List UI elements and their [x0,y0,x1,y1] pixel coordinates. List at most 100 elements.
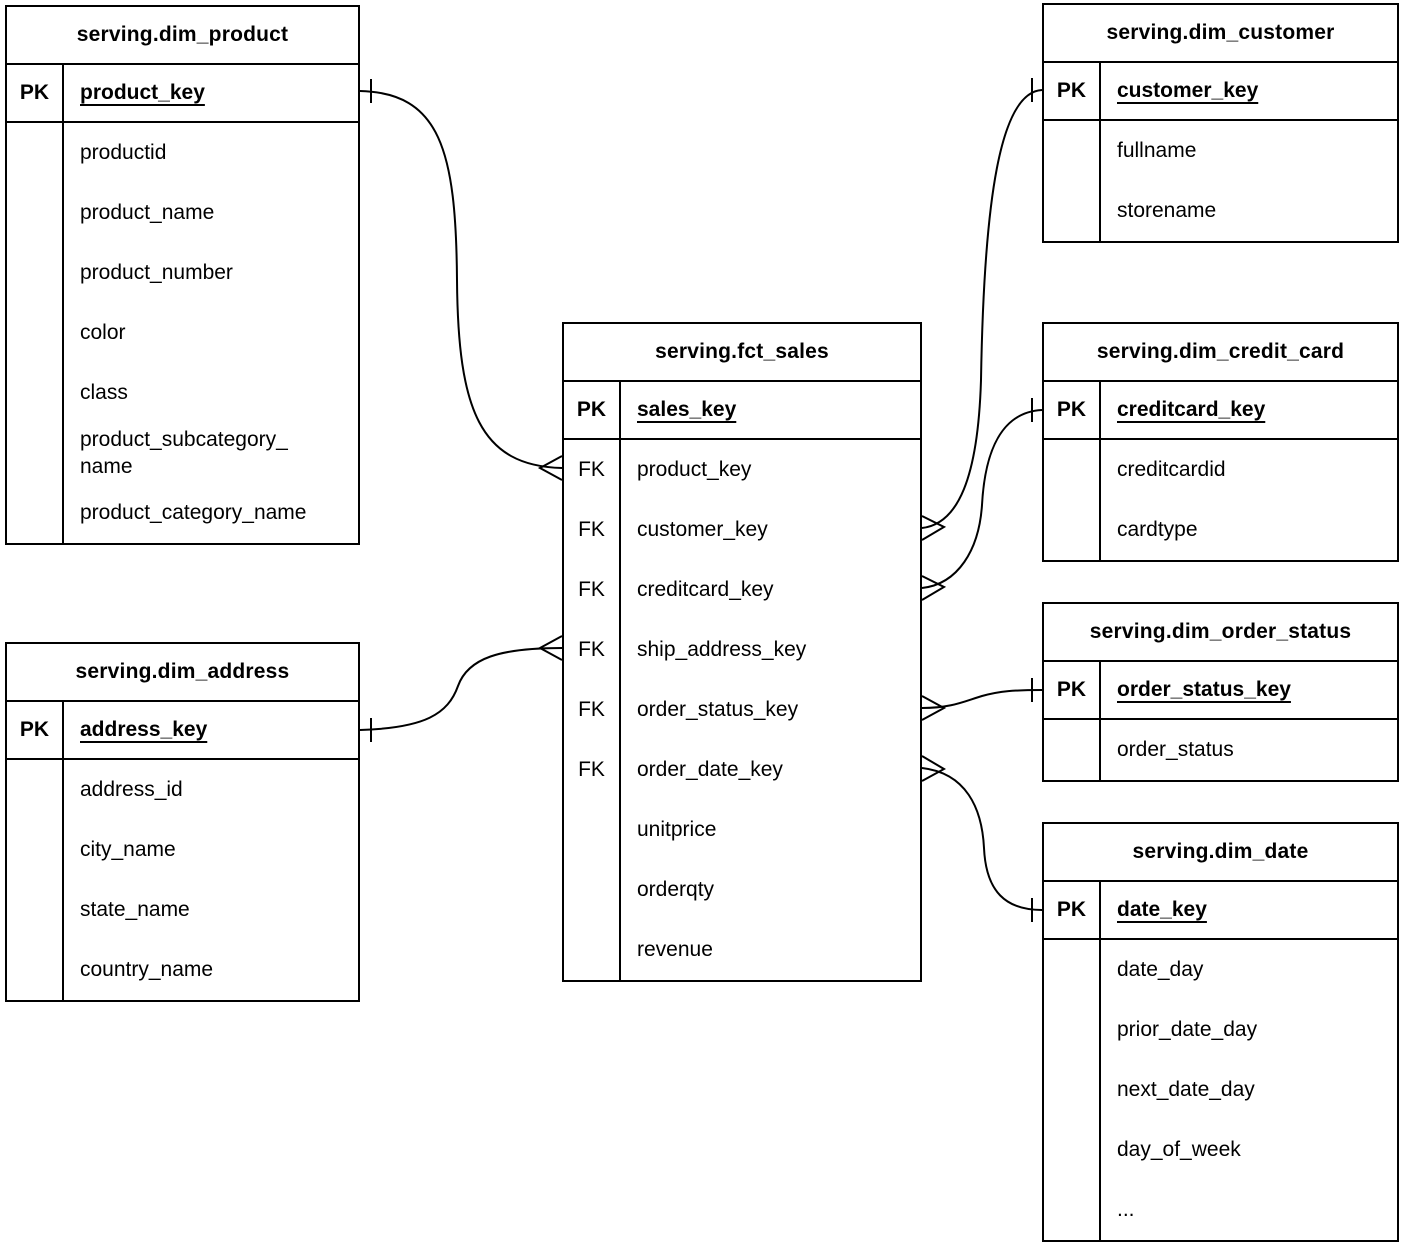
field-name: address_id [80,778,183,802]
crow-foot-many-icon [921,695,947,721]
relationship-line [921,767,1043,911]
field-row: unitprice [564,800,920,860]
field-name: ship_address_key [637,638,807,662]
pk-field-name: address_key [80,718,208,742]
field-row: country_name [7,940,358,1000]
relationship-product [359,79,563,481]
pk-cell: PK [1044,63,1101,119]
field-row: product_category_name [7,483,358,543]
key-cell [1044,1120,1101,1180]
field-row: storename [1044,181,1397,241]
fk-cell: FK [564,680,621,740]
field-row: date_day [1044,940,1397,1000]
field-name: product_category_name [80,501,307,525]
field-row: product_subcategory_ name [7,423,358,483]
field-name: order_status_key [637,698,799,722]
field-name: revenue [637,938,713,962]
key-cell [7,880,64,940]
key-cell [564,800,621,860]
crow-foot-many-icon [921,575,947,601]
field-name: productid [80,141,167,165]
pk-cell: PK [1044,382,1101,438]
field-row: FK customer_key [564,500,920,560]
entity-dim-order-status: serving.dim_order_status PK order_status… [1042,602,1399,782]
field-row: color [7,303,358,363]
field-name: city_name [80,838,176,862]
field-row: prior_date_day [1044,1000,1397,1060]
pk-field-name: sales_key [637,398,737,422]
field-row: ... [1044,1180,1397,1240]
key-cell [7,483,64,543]
field-name: date_day [1117,958,1204,982]
pk-cell: PK [7,65,64,121]
field-name: cardtype [1117,518,1198,542]
key-cell [1044,1060,1101,1120]
pk-row: PK customer_key [1044,63,1397,121]
key-cell [564,920,621,980]
field-row: FK ship_address_key [564,620,920,680]
entity-dim-date: serving.dim_date PK date_key date_day pr… [1042,822,1399,1242]
entity-dim-customer: serving.dim_customer PK customer_key ful… [1042,3,1399,243]
key-cell [7,820,64,880]
key-cell [1044,720,1101,780]
field-name: product_subcategory_ name [80,427,288,478]
key-cell [1044,121,1101,181]
key-cell [1044,181,1101,241]
field-name: next_date_day [1117,1078,1255,1102]
field-row: class [7,363,358,423]
field-row: creditcardid [1044,440,1397,500]
fk-cell: FK [564,620,621,680]
key-cell [1044,940,1101,1000]
field-name: order_date_key [637,758,783,782]
fk-cell: FK [564,560,621,620]
field-row: FK order_status_key [564,680,920,740]
field-name: prior_date_day [1117,1018,1258,1042]
fk-cell: FK [564,500,621,560]
key-cell [7,123,64,183]
field-name: product_key [637,458,752,482]
relationship-credit-card [921,398,1043,601]
entity-title: serving.dim_order_status [1044,604,1397,662]
relationship-line [921,409,1043,589]
entity-fct-sales: serving.fct_sales PK sales_key FK produc… [562,322,922,982]
field-row: day_of_week [1044,1120,1397,1180]
field-name: product_name [80,201,215,225]
key-cell [7,243,64,303]
field-name: unitprice [637,818,717,842]
entity-title: serving.dim_customer [1044,5,1397,63]
key-cell [1044,1180,1101,1240]
field-name: country_name [80,958,214,982]
field-row: product_name [7,183,358,243]
key-cell [7,363,64,423]
entity-dim-credit-card: serving.dim_credit_card PK creditcard_ke… [1042,322,1399,562]
pk-row: PK order_status_key [1044,662,1397,720]
crow-foot-many-icon [921,755,947,782]
pk-row: PK product_key [7,65,358,123]
field-row: address_id [7,760,358,820]
key-cell [1044,500,1101,560]
field-row: productid [7,123,358,183]
pk-cell: PK [1044,882,1101,938]
pk-field-name: product_key [80,81,205,105]
field-row: next_date_day [1044,1060,1397,1120]
pk-cell: PK [7,702,64,758]
entity-title: serving.dim_date [1044,824,1397,882]
field-name: ... [1117,1198,1135,1222]
relationship-address [359,635,563,742]
key-cell [7,303,64,363]
field-name: class [80,381,128,405]
relationship-line [921,89,1043,529]
key-cell [7,423,64,483]
relationship-customer [921,78,1043,541]
field-row: fullname [1044,121,1397,181]
key-cell [564,860,621,920]
relationship-order-status [921,678,1043,721]
entity-title: serving.dim_credit_card [1044,324,1397,382]
field-row: state_name [7,880,358,940]
field-name: day_of_week [1117,1138,1241,1162]
key-cell [7,760,64,820]
fk-cell: FK [564,440,621,500]
pk-field-name: creditcard_key [1117,398,1266,422]
field-name: order_status [1117,738,1234,762]
